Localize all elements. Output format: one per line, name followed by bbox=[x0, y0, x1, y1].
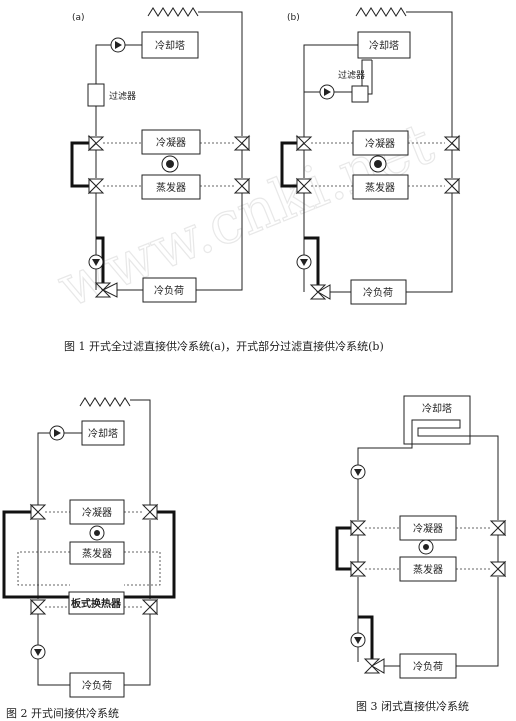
pump-icon bbox=[30, 644, 46, 660]
three-way-valve-icon bbox=[295, 177, 313, 195]
filter-a-label: 过滤器 bbox=[109, 90, 136, 102]
tower-coil bbox=[417, 419, 461, 437]
cooling-tower-2-label: 冷却塔 bbox=[88, 427, 118, 440]
filter-b-label: 过滤器 bbox=[338, 69, 365, 81]
cooling-load-2 bbox=[69, 672, 125, 698]
figure-1-caption: 图 1 开式全过滤直接供冷系统(a)，开式部分过滤直接供冷系统(b) bbox=[64, 339, 384, 353]
evaporator-2 bbox=[69, 541, 125, 565]
evaporator-2-label: 蒸发器 bbox=[82, 547, 112, 560]
figure-3: 冷却塔 冷凝器 蒸发器 冷负荷 bbox=[335, 395, 507, 679]
compressor-icon bbox=[89, 525, 105, 541]
evaporator-3-label: 蒸发器 bbox=[413, 563, 443, 576]
cooling-tower-3-label: 冷却塔 bbox=[422, 402, 452, 415]
evaporator-a-label: 蒸发器 bbox=[156, 181, 186, 194]
figure-1a: (a) 冷却塔 过滤器 冷凝器 蒸发器 bbox=[70, 7, 251, 303]
evaporator-b-label: 蒸发器 bbox=[365, 181, 395, 194]
pump-icon bbox=[296, 254, 312, 270]
condenser-3 bbox=[399, 515, 457, 541]
cooling-load-a bbox=[142, 277, 197, 303]
three-way-valve-icon bbox=[94, 282, 118, 298]
three-way-valve-icon bbox=[87, 177, 105, 195]
three-way-valve-icon bbox=[141, 598, 159, 616]
pump-icon bbox=[110, 37, 126, 53]
pump-icon bbox=[350, 632, 366, 648]
tower-fins bbox=[355, 7, 407, 17]
cooling-load-3 bbox=[399, 653, 457, 679]
cooling-load-3-label: 冷负荷 bbox=[413, 660, 443, 673]
condenser-a bbox=[141, 129, 201, 155]
compressor-icon bbox=[161, 155, 179, 173]
filter-b bbox=[351, 85, 369, 103]
three-way-valve-icon bbox=[141, 503, 159, 521]
panel-label-a: (a) bbox=[72, 13, 85, 23]
tower-fins bbox=[147, 7, 199, 17]
condenser-2 bbox=[69, 499, 125, 525]
three-way-valve-icon bbox=[489, 560, 507, 578]
pump-icon bbox=[88, 254, 104, 270]
three-way-valve-icon bbox=[295, 134, 313, 152]
evaporator-b bbox=[352, 174, 409, 200]
three-way-valve-icon bbox=[309, 284, 331, 300]
pump-icon bbox=[319, 84, 335, 100]
cooling-tower-2 bbox=[81, 420, 125, 446]
three-way-valve-icon bbox=[29, 503, 47, 521]
cooling-tower-a-label: 冷却塔 bbox=[155, 39, 185, 52]
three-way-valve-icon bbox=[443, 177, 461, 195]
three-way-valve-icon bbox=[363, 658, 385, 674]
tower-fins bbox=[79, 397, 131, 407]
condenser-a-label: 冷凝器 bbox=[156, 136, 186, 149]
filter-a bbox=[87, 83, 105, 107]
three-way-valve-icon bbox=[489, 519, 507, 537]
pump-icon bbox=[350, 464, 366, 480]
three-way-valve-icon bbox=[349, 560, 367, 578]
three-way-valve-icon bbox=[29, 598, 47, 616]
three-way-valve-icon bbox=[233, 177, 251, 195]
cooling-tower-b bbox=[357, 31, 411, 59]
compressor-icon bbox=[369, 155, 387, 173]
figure-2-caption: 图 2 开式间接供冷系统 bbox=[6, 706, 119, 720]
pump-icon bbox=[49, 425, 65, 441]
compressor-icon bbox=[418, 539, 434, 555]
evaporator-a bbox=[141, 174, 201, 200]
plate-heat-exchanger bbox=[68, 591, 125, 615]
cooling-load-b-label: 冷负荷 bbox=[363, 286, 393, 299]
three-way-valve-icon bbox=[87, 134, 105, 152]
three-way-valve-icon bbox=[349, 519, 367, 537]
cooling-load-a-label: 冷负荷 bbox=[154, 284, 184, 297]
condenser-b bbox=[352, 130, 409, 156]
condenser-2-label: 冷凝器 bbox=[82, 506, 112, 519]
figure-3-caption: 图 3 闭式直接供冷系统 bbox=[356, 699, 469, 713]
three-way-valve-icon bbox=[443, 134, 461, 152]
condenser-b-label: 冷凝器 bbox=[365, 137, 395, 150]
figure-2: 冷却塔 冷凝器 蒸发器 板式换热器 冷负荷 bbox=[2, 397, 176, 698]
cooling-load-2-label: 冷负荷 bbox=[82, 679, 112, 692]
panel-label-b: (b) bbox=[287, 13, 300, 23]
cooling-tower-a bbox=[141, 31, 199, 59]
three-way-valve-icon bbox=[233, 134, 251, 152]
condenser-3-label: 冷凝器 bbox=[413, 522, 443, 535]
evaporator-3 bbox=[399, 556, 457, 582]
cooling-load-b bbox=[350, 279, 407, 305]
cooling-tower-b-label: 冷却塔 bbox=[369, 39, 399, 52]
figure-1b: (b) 冷却塔 过滤器 冷凝器 bbox=[280, 7, 461, 305]
plate-heat-exchanger-label: 板式换热器 bbox=[71, 597, 122, 610]
